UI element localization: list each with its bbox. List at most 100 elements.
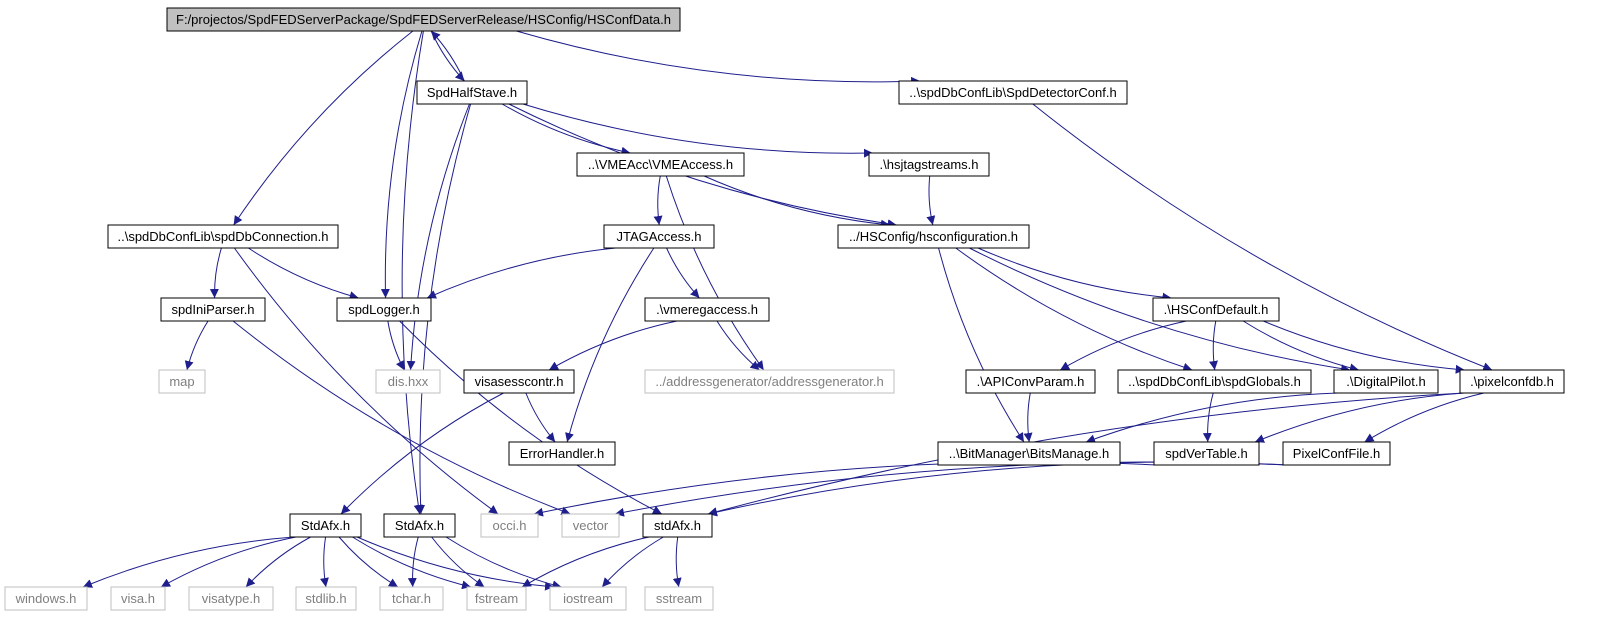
node-vector-label: vector — [573, 518, 609, 533]
edge-pixelconfdb-to-vertable — [1254, 392, 1465, 443]
edge-logger-to-dishxx — [387, 320, 405, 371]
node-stdlib-label: stdlib.h — [305, 591, 346, 606]
node-stdafx3-label: stdAfx.h — [654, 518, 701, 533]
node-hsconfdefault[interactable]: .\HSConfDefault.h — [1152, 297, 1280, 322]
node-stdafx1-box — [289, 513, 362, 538]
node-logger-label: spdLogger.h — [348, 302, 420, 317]
node-digitalpilot-label: .\DigitalPilot.h — [1346, 374, 1425, 389]
node-digitalpilot[interactable]: .\DigitalPilot.h — [1333, 369, 1439, 394]
node-pixelconffile-label: PixelConfFile.h — [1293, 446, 1380, 461]
edge-pixelconffile-to-vector — [614, 461, 1288, 517]
node-bitsmanage[interactable]: ..\BitManager\BitsManage.h — [937, 441, 1121, 466]
node-pixelconffile[interactable]: PixelConfFile.h — [1282, 441, 1391, 466]
node-windows-box — [4, 586, 88, 611]
edge-hsjtag-to-hsconfiguration — [926, 175, 936, 226]
node-hsconfiguration-label: ../HSConfig/hsconfiguration.h — [849, 229, 1018, 244]
edge-digitalpilot-to-bitsmanage — [1085, 392, 1339, 444]
node-apiconv[interactable]: .\APIConvParam.h — [965, 369, 1096, 394]
node-stdafx2-label: StdAfx.h — [395, 518, 444, 533]
node-tchar-box — [379, 586, 444, 611]
node-vmeregaccess[interactable]: .\vmeregaccess.h — [644, 297, 770, 322]
node-stdafx1[interactable]: StdAfx.h — [289, 513, 362, 538]
node-jtagaccess[interactable]: JTAGAccess.h — [603, 224, 715, 249]
node-root-box — [166, 7, 681, 32]
node-stdafx3[interactable]: stdAfx.h — [642, 513, 713, 538]
node-spdglobals[interactable]: ..\spdDbConfLib\spdGlobals.h — [1117, 369, 1312, 394]
node-hsconfdefault-box — [1152, 297, 1280, 322]
node-detectorconf-box — [898, 80, 1128, 105]
node-root[interactable]: F:/projectos/SpdFEDServerPackage/SpdFEDS… — [166, 7, 681, 32]
node-visasess[interactable]: visasesscontr.h — [463, 369, 575, 394]
node-hsjtag[interactable]: .\hsjtagstreams.h — [868, 152, 990, 177]
node-stdafx2[interactable]: StdAfx.h — [383, 513, 456, 538]
node-fstream: fstream — [466, 586, 527, 611]
node-detectorconf-label: ..\spdDbConfLib\SpdDetectorConf.h — [909, 85, 1116, 100]
edge-jtagaccess-to-logger — [426, 247, 616, 299]
node-addrgen-label: ../addressgenerator/addressgenerator.h — [655, 374, 883, 389]
node-hsconfiguration-box — [837, 224, 1030, 249]
node-digitalpilot-box — [1333, 369, 1439, 394]
edge-stdafx1-to-fstream — [352, 536, 472, 590]
node-visa: visa.h — [110, 586, 166, 611]
edge-hsconfdefault-to-spdglobals — [1209, 320, 1218, 371]
edge-hsconfdefault-to-pixelconfdb — [1263, 320, 1465, 374]
node-dishxx-label: dis.hxx — [388, 374, 429, 389]
node-stdafx2-box — [383, 513, 456, 538]
edge-stdafx2-to-fstream — [431, 536, 485, 588]
node-fstream-box — [466, 586, 527, 611]
node-sstream-label: sstream — [656, 591, 702, 606]
node-iostream: iostream — [549, 586, 627, 611]
node-stdlib: stdlib.h — [295, 586, 357, 611]
node-iostream-label: iostream — [563, 591, 613, 606]
node-pixelconfdb-box — [1459, 369, 1565, 394]
node-detectorconf[interactable]: ..\spdDbConfLib\SpdDetectorConf.h — [898, 80, 1128, 105]
node-halfstave[interactable]: SpdHalfStave.h — [416, 80, 528, 105]
node-iniparser[interactable]: spdIniParser.h — [160, 297, 266, 322]
node-sstream: sstream — [644, 586, 714, 611]
node-halfstave-box — [416, 80, 528, 105]
node-addrgen-box — [644, 369, 895, 394]
node-map-box — [158, 369, 206, 394]
edge-stdafx3-to-fstream — [521, 536, 650, 588]
node-hsconfdefault-label: .\HSConfDefault.h — [1164, 302, 1269, 317]
node-vertable[interactable]: spdVerTable.h — [1153, 441, 1260, 466]
node-halfstave-label: SpdHalfStave.h — [427, 85, 517, 100]
node-errorhandler-label: ErrorHandler.h — [520, 446, 605, 461]
node-pixelconfdb[interactable]: .\pixelconfdb.h — [1459, 369, 1565, 394]
node-logger[interactable]: spdLogger.h — [336, 297, 432, 322]
node-vmeregaccess-label: .\vmeregaccess.h — [656, 302, 758, 317]
node-occi-box — [480, 513, 539, 538]
node-vertable-box — [1153, 441, 1260, 466]
edge-stdafx1-to-visatype — [245, 536, 311, 588]
node-apiconv-box — [965, 369, 1096, 394]
node-dishxx-box — [375, 369, 441, 394]
node-visatype: visatype.h — [188, 586, 274, 611]
edge-pixelconfdb-to-stdafx3 — [707, 392, 1465, 517]
edge-dbconnection-to-iniparser — [209, 247, 222, 299]
edge-hsconfdefault-to-apiconv — [1059, 320, 1187, 371]
node-dbconnection[interactable]: ..\spdDbConfLib\spdDbConnection.h — [107, 224, 339, 249]
edge-stdafx3-to-iostream — [601, 536, 664, 588]
node-visasess-label: visasesscontr.h — [475, 374, 564, 389]
node-iostream-box — [549, 586, 627, 611]
edge-hsconfiguration-to-digitalpilot — [969, 247, 1351, 374]
edge-visasess-to-stdafx1 — [340, 392, 504, 515]
edge-spdglobals-to-vertable — [1202, 392, 1214, 443]
node-errorhandler-box — [508, 441, 616, 466]
edge-stdafx1-to-stdlib — [320, 536, 329, 588]
node-spdglobals-box — [1117, 369, 1312, 394]
node-errorhandler[interactable]: ErrorHandler.h — [508, 441, 616, 466]
edge-vmeaccess-to-hsconfiguration — [703, 175, 890, 229]
node-visasess-box — [463, 369, 575, 394]
node-sstream-box — [644, 586, 714, 611]
node-vertable-label: spdVerTable.h — [1165, 446, 1247, 461]
node-vmeaccess[interactable]: ..\VMEAcc\VMEAccess.h — [576, 152, 745, 177]
node-hsconfiguration[interactable]: ../HSConfig/hsconfiguration.h — [837, 224, 1030, 249]
edge-jtagaccess-to-errorhandler — [565, 247, 655, 443]
node-fstream-label: fstream — [475, 591, 518, 606]
node-addrgen: ../addressgenerator/addressgenerator.h — [644, 369, 895, 394]
edge-detectorconf-to-pixelconfdb — [1032, 103, 1493, 371]
node-root-label: F:/projectos/SpdFEDServerPackage/SpdFEDS… — [176, 12, 671, 27]
edge-stdafx1-to-visa — [160, 536, 297, 588]
